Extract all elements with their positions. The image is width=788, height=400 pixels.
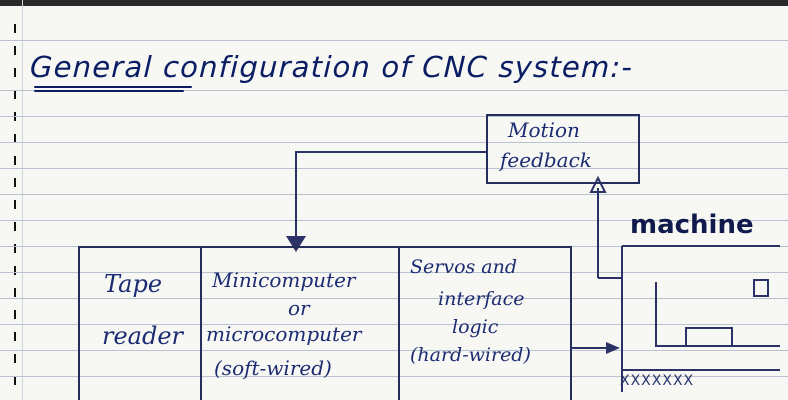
block-divider (200, 246, 202, 400)
ruled-line (0, 324, 788, 325)
feedback-arrowhead (286, 236, 306, 252)
computer-label-line3: microcomputer (206, 322, 362, 346)
ruled-line (0, 90, 788, 91)
servos-label-line4: (hard-wired) (410, 344, 531, 366)
ruled-line (0, 376, 788, 377)
ruled-line (0, 168, 788, 169)
ruled-line (0, 142, 788, 143)
ruled-line (0, 116, 788, 117)
servo-to-machine-arrowhead (606, 342, 620, 354)
margin-line (22, 0, 23, 400)
machine-spindle (753, 279, 769, 297)
machine-to-feedback-arrowhead (589, 175, 607, 193)
motion-feedback-label-line1: Motion (508, 118, 580, 142)
tape-reader-label-line1: Tape (104, 270, 163, 298)
motion-feedback-box (486, 114, 640, 184)
machine-workpiece (685, 327, 733, 347)
computer-label-line1: Minicomputer (212, 268, 356, 292)
computer-label-line4: (soft-wired) (214, 356, 332, 380)
controller-blocks-frame (78, 246, 572, 400)
ruled-line (0, 350, 788, 351)
ruled-line (0, 194, 788, 195)
motion-feedback-label-line2: feedback (500, 148, 592, 172)
ruled-line (0, 272, 788, 273)
machine-table (655, 282, 780, 347)
title-underline (34, 90, 184, 92)
block-divider (398, 246, 400, 400)
tape-reader-label-line2: reader (102, 322, 184, 350)
machine-base-hatching: XXXXXXX (620, 373, 695, 389)
ruled-line (0, 40, 788, 41)
top-border (0, 0, 788, 6)
machine-label: machine (630, 210, 754, 240)
feedback-line (295, 151, 488, 238)
ruled-line (0, 220, 788, 221)
servos-label-line3: logic (452, 316, 499, 338)
servos-label-line1: Servos and (410, 256, 518, 278)
title-underline (34, 86, 192, 88)
computer-label-line2: or (288, 296, 310, 320)
binding-marks (14, 24, 16, 392)
ruled-line (0, 298, 788, 299)
servos-label-line2: interface (438, 288, 525, 310)
